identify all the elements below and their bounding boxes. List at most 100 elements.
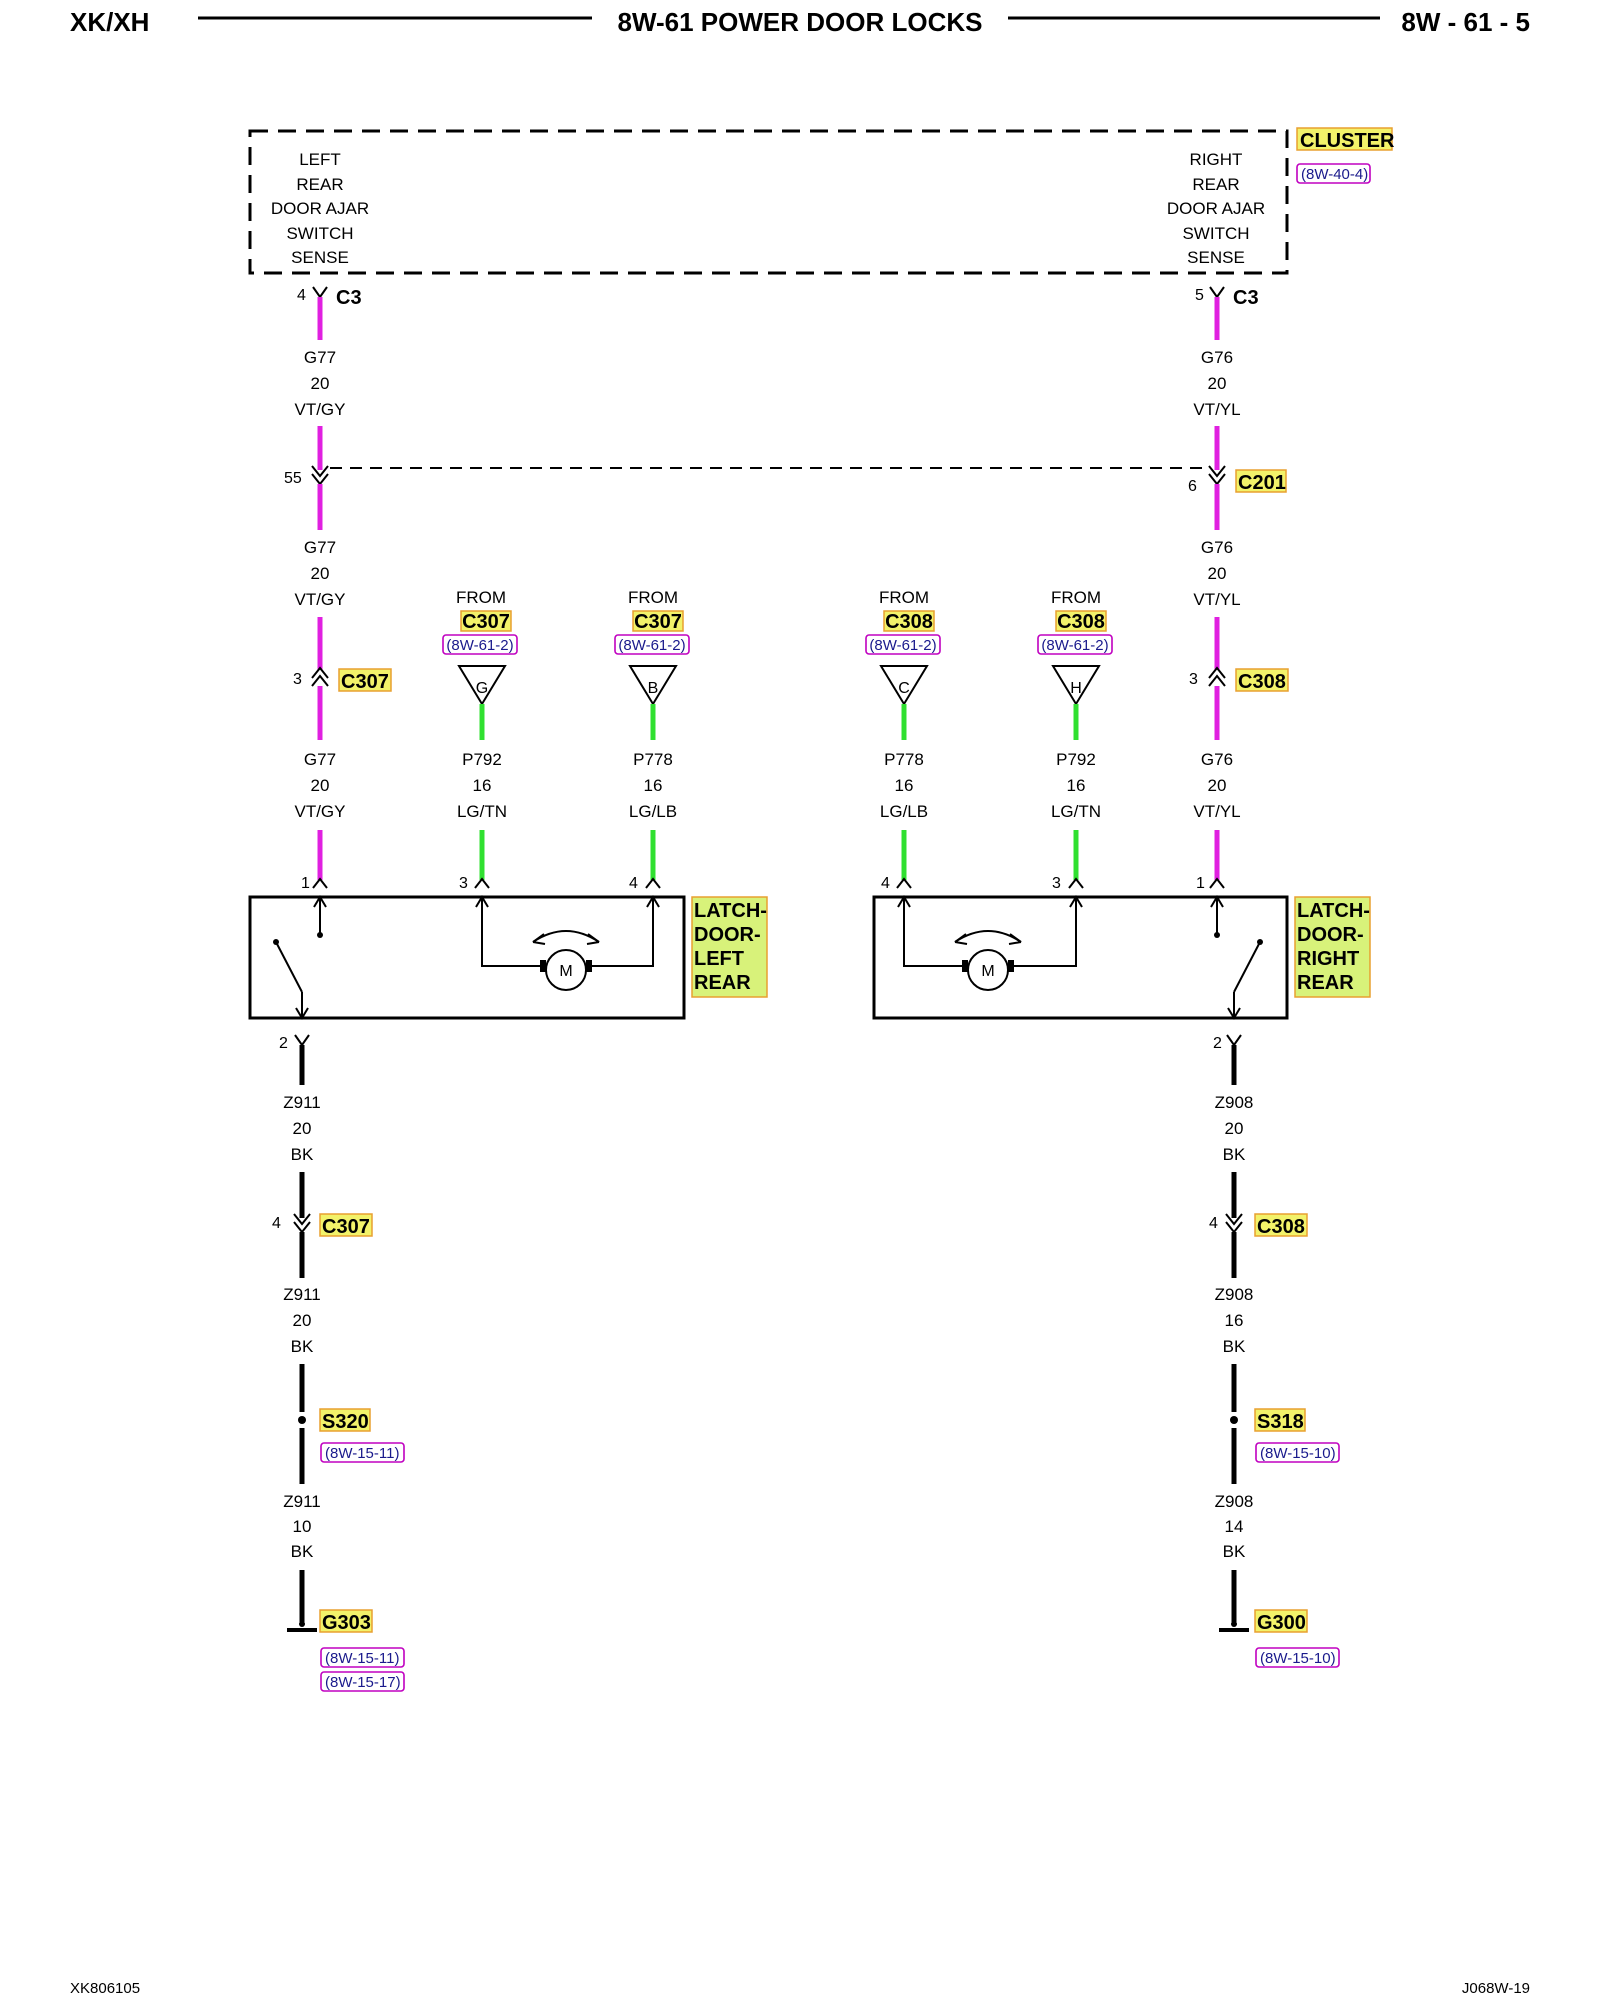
motor-symbol: M <box>981 963 994 980</box>
cluster-ref-box <box>1296 163 1371 184</box>
wire-circuit-label: P792 <box>462 750 502 769</box>
feed-ref-box <box>865 634 941 655</box>
left-ground-highlight <box>319 1609 373 1633</box>
right-ground-circuit: 2 Z908 20 BK 4 C308 Z908 16 BK S318 (8W-… <box>1209 1034 1340 1668</box>
left-c307-highlight <box>338 668 392 692</box>
left-latch-name-highlight <box>691 896 768 998</box>
wire-circuit-label: P778 <box>884 750 924 769</box>
left-gnd-c307-highlight <box>319 1213 373 1237</box>
feed-terminal-letter: H <box>1070 680 1082 697</box>
wire-circuit-label: G76 <box>1201 750 1233 769</box>
right-c201-connector[interactable]: C201 <box>1238 472 1286 494</box>
cluster-left-line: SWITCH <box>286 224 353 243</box>
cluster-ref-link[interactable]: (8W-40-4) <box>1301 166 1368 183</box>
wire-gauge-label: 20 <box>1208 564 1227 583</box>
right-gnd-c308-connector[interactable]: C308 <box>1257 1216 1305 1238</box>
door-ajar-switch-icon <box>273 895 327 1020</box>
right-feed-p792: FROM C308 (8W-61-2) H P792 16 LG/TN 3 <box>1037 588 1113 892</box>
left-latch-pin4: 4 <box>629 875 638 892</box>
feed-from-label: FROM <box>879 588 929 607</box>
cluster-right-line: SWITCH <box>1182 224 1249 243</box>
left-ground-label[interactable]: G303 <box>322 1612 371 1634</box>
right-splice-ref-link[interactable]: (8W-15-10) <box>1260 1445 1336 1462</box>
cluster-right-line: SENSE <box>1187 248 1245 267</box>
right-splice[interactable]: S318 <box>1257 1411 1304 1433</box>
left-latch-pin3: 3 <box>459 875 468 892</box>
feed-from-label: FROM <box>456 588 506 607</box>
right-c308-terminal <box>1208 666 1226 687</box>
right-ground-ref-link[interactable]: (8W-15-10) <box>1260 1650 1336 1667</box>
left-ground-ref-box <box>320 1671 405 1692</box>
feed-ref-box <box>442 634 518 655</box>
wire-gauge-label: 16 <box>1067 776 1086 795</box>
latch-name-line: DOOR- <box>1297 924 1364 946</box>
left-gnd-c307-connector[interactable]: C307 <box>322 1216 370 1238</box>
right-latch-pin4: 4 <box>881 875 890 892</box>
latch-name-line: LATCH- <box>694 900 767 922</box>
latch-name-line: RIGHT <box>1297 948 1359 970</box>
wire-color-label: LG/TN <box>1051 802 1101 821</box>
feed-ref-box <box>614 634 690 655</box>
right-ground-label[interactable]: G300 <box>1257 1612 1306 1634</box>
wire-color-label: LG/LB <box>880 802 928 821</box>
feed-ref-link[interactable]: (8W-61-2) <box>618 637 685 654</box>
feed-ref-link[interactable]: (8W-61-2) <box>1041 637 1108 654</box>
wire-color-label: BK <box>291 1337 314 1356</box>
left-feed-p778: FROM C307 (8W-61-2) B P778 16 LG/LB 4 <box>614 588 690 892</box>
right-c308-connector[interactable]: C308 <box>1238 671 1286 693</box>
feed-connector[interactable]: C307 <box>462 611 510 633</box>
right-latch-name-highlight <box>1294 896 1371 998</box>
wire-color-label: LG/LB <box>629 802 677 821</box>
splice-dot-icon <box>1230 1416 1238 1424</box>
left-ground-ref-box <box>320 1647 405 1668</box>
right-c308-pin: 3 <box>1189 671 1198 688</box>
left-ground-ref-link[interactable]: (8W-15-17) <box>325 1674 401 1691</box>
feed-terminal-letter: B <box>648 680 659 697</box>
feed-ref-link[interactable]: (8W-61-2) <box>869 637 936 654</box>
wire-gauge-label: 16 <box>473 776 492 795</box>
feed-conn-highlight <box>460 610 512 632</box>
wire-color-label: VT/YL <box>1193 590 1240 609</box>
right-c3-connector[interactable]: C3 <box>1233 287 1259 309</box>
wire-circuit-label: Z911 <box>283 1285 321 1304</box>
cluster-name-highlight <box>1296 127 1393 151</box>
wire-color-label: VT/GY <box>294 802 345 821</box>
wire-circuit-label: G76 <box>1201 538 1233 557</box>
wire-circuit-label: Z911 <box>283 1093 321 1112</box>
feed-from-label: FROM <box>628 588 678 607</box>
left-c307-connector[interactable]: C307 <box>341 671 389 693</box>
latch-name-line: DOOR- <box>694 924 761 946</box>
right-splice-highlight <box>1254 1408 1306 1432</box>
cluster-left-line: SENSE <box>291 248 349 267</box>
left-latch-module[interactable]: M LATCH- DOOR- LEFT REAR <box>248 895 768 1020</box>
feed-connector[interactable]: C307 <box>634 611 682 633</box>
feed-connector[interactable]: C308 <box>885 611 933 633</box>
wire-gauge-label: 20 <box>311 776 330 795</box>
right-latch-pin2: 2 <box>1213 1035 1222 1052</box>
ground-symbol-icon <box>1219 1621 1249 1632</box>
wire-color-label: BK <box>291 1542 314 1561</box>
wire-circuit-label: G77 <box>304 348 336 367</box>
wire-gauge-label: 20 <box>293 1119 312 1138</box>
cluster-right-line: RIGHT <box>1190 150 1243 169</box>
feed-ref-box <box>1037 634 1113 655</box>
left-splice-ref-link[interactable]: (8W-15-11) <box>325 1445 399 1462</box>
left-c201-pin: 55 <box>284 470 302 487</box>
feed-ref-link[interactable]: (8W-61-2) <box>446 637 513 654</box>
left-ground-ref-link[interactable]: (8W-15-11) <box>325 1650 399 1667</box>
left-latch-pin2: 2 <box>279 1035 288 1052</box>
left-feed-p792: FROM C307 (8W-61-2) G P792 16 LG/TN 3 <box>442 588 518 892</box>
feed-conn-highlight <box>1055 610 1107 632</box>
left-c3-connector[interactable]: C3 <box>336 287 362 309</box>
left-splice-ref-box <box>320 1442 405 1463</box>
feed-connector[interactable]: C308 <box>1057 611 1105 633</box>
cluster-name[interactable]: CLUSTER <box>1300 130 1395 152</box>
cluster-left-line: REAR <box>296 175 343 194</box>
left-gnd-conn-pin: 4 <box>272 1215 281 1232</box>
right-latch-module[interactable]: M LATCH- DOOR- RIGHT REAR <box>872 895 1371 1020</box>
left-splice[interactable]: S320 <box>322 1411 369 1433</box>
page-footer: XK806105 J068W-19 <box>70 1980 1530 1997</box>
wire-circuit-label: P778 <box>633 750 673 769</box>
feed-terminal-triangle <box>628 665 678 706</box>
lock-motor-icon: M <box>475 895 660 991</box>
